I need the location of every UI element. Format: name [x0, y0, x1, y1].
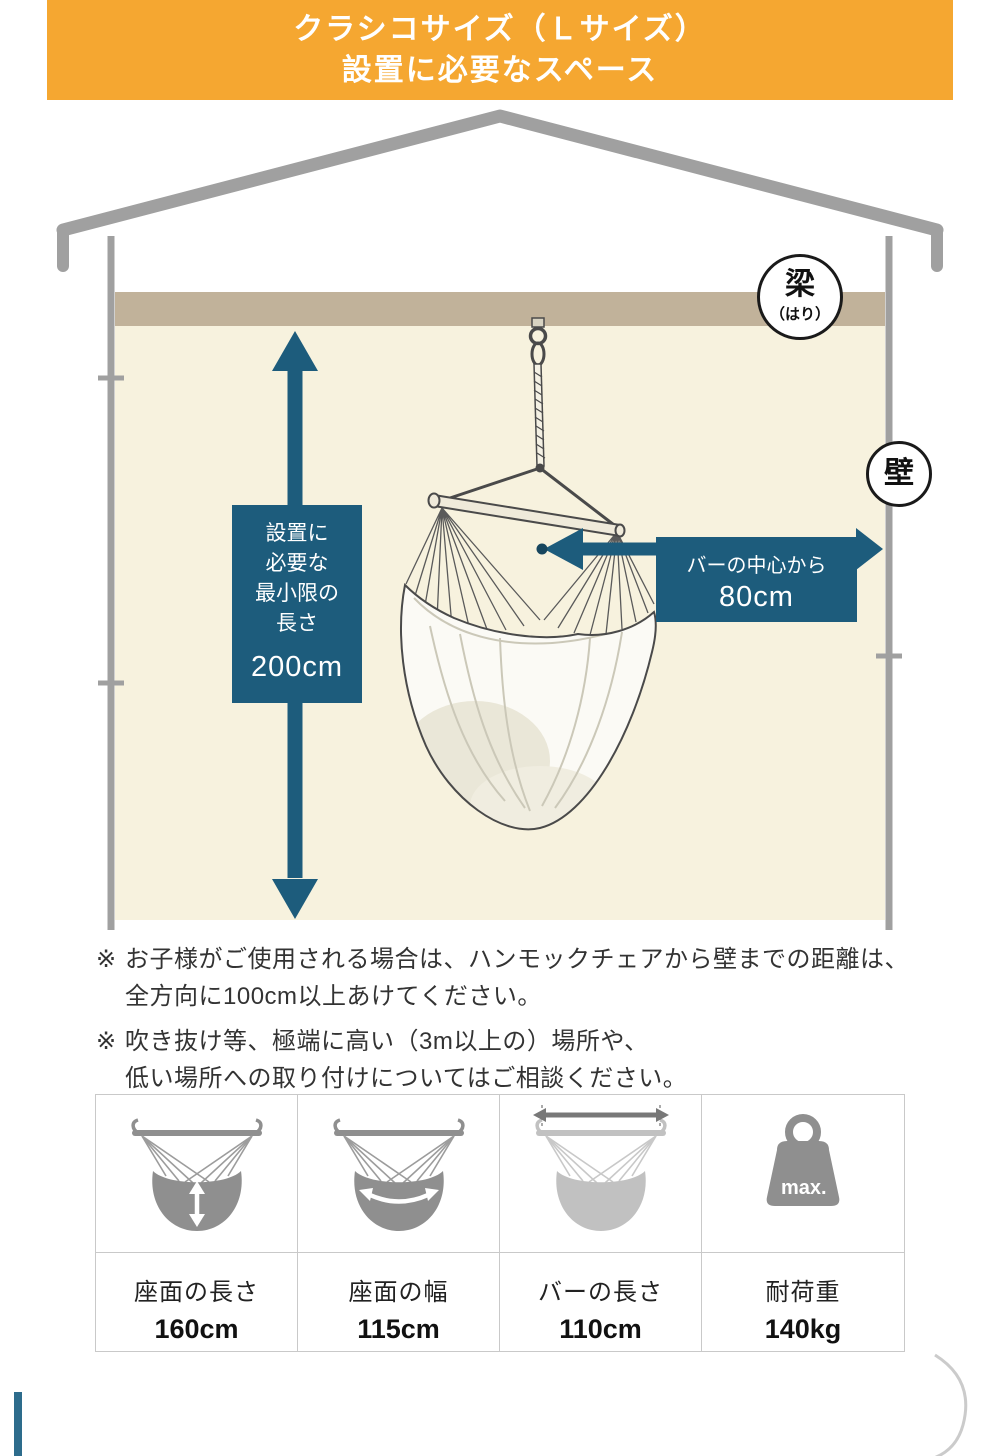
beam-label-badge: 梁 （はり） [757, 254, 843, 340]
title-line-1: クラシコサイズ（Ｌサイズ） [293, 13, 707, 46]
note-marker: ※ [96, 946, 117, 973]
vertical-arrow-down-head [272, 879, 318, 919]
roof-line [56, 109, 944, 237]
min-height-callout: 設置に 必要な 最小限の 長さ 200cm [232, 505, 362, 703]
bar-center-dot [536, 543, 548, 555]
spec-value: 160cm [154, 1314, 239, 1344]
hammock-seat-length-icon [130, 1117, 263, 1231]
spec-table: max. 座面の長さ 160cm 座面の幅 115cm バーの長さ 110cm … [95, 1094, 905, 1352]
spec-label: 座面の幅 [348, 1279, 449, 1306]
min-height-value: 200cm [250, 651, 344, 683]
weight-capacity-icon: max. [766, 1113, 840, 1206]
spec-max-load: 耐荷重 140kg [702, 1253, 904, 1352]
page-title-banner: クラシコサイズ（Ｌサイズ） 設置に必要なスペース [47, 0, 953, 100]
hammock-chair-illustration [400, 317, 657, 831]
vertical-arrow-up-head [272, 331, 318, 371]
hammock-bar-length-icon [532, 1104, 669, 1231]
bar-clearance-callout: バーの中心から 80cm [656, 537, 857, 622]
title-line-2: 設置に必要なスペース [341, 54, 659, 87]
spec-seat-width: 座面の幅 115cm [298, 1253, 500, 1352]
note-text: 吹き抜け等、極端に高い（3m以上の）場所や、 低い場所への取り付けについてはご相… [125, 1023, 687, 1097]
spec-icon-cell-max-load: max. [702, 1095, 904, 1253]
page-edge-artifact [14, 1392, 22, 1456]
min-height-label-line: 必要な [265, 552, 329, 575]
beam-label-reading: （はり） [769, 306, 830, 323]
hanging-rope [437, 363, 619, 530]
note-marker: ※ [96, 1028, 117, 1055]
ceiling-beam [115, 292, 885, 326]
spec-icon-cell-seat-length [96, 1095, 298, 1253]
spec-value: 140kg [764, 1314, 842, 1344]
horizontal-arrow-right-head [856, 528, 883, 570]
spec-seat-length: 座面の長さ 160cm [96, 1253, 298, 1352]
spec-icon-cell-seat-width [298, 1095, 500, 1253]
beam-label: 梁 [785, 268, 815, 301]
spec-label: 座面の長さ [134, 1279, 259, 1306]
spec-label: 耐荷重 [765, 1279, 841, 1306]
corner-doodle [934, 1353, 968, 1456]
note-height-consultation: ※ 吹き抜け等、極端に高い（3m以上の）場所や、 低い場所への取り付けについては… [96, 1023, 936, 1097]
max-load-icon-text: max. [781, 1177, 827, 1199]
bar-clearance-label: バーの中心から [686, 555, 827, 577]
house-outline [56, 109, 944, 930]
note-line: 吹き抜け等、極端に高い（3m以上の）場所や、 [125, 1028, 649, 1055]
note-children-clearance: ※ お子様がご使用される場合は、ハンモックチェアから壁までの距離は、 全方向に1… [96, 941, 936, 1015]
horizontal-arrow-right-head-layer [856, 528, 883, 570]
horizontal-arrow-left-head [544, 528, 583, 570]
spec-value: 110cm [559, 1314, 642, 1344]
spec-bar-length: バーの長さ 110cm [500, 1253, 702, 1352]
suspension-strings [405, 507, 655, 636]
wall-label: 壁 [884, 457, 914, 490]
spec-value: 115cm [357, 1314, 440, 1344]
min-height-label-line: 長さ [276, 612, 318, 635]
min-height-label-line: 最小限の [255, 582, 339, 605]
notes-section: ※ お子様がご使用される場合は、ハンモックチェアから壁までの距離は、 全方向に1… [96, 941, 936, 1105]
note-text: お子様がご使用される場合は、ハンモックチェアから壁までの距離は、 全方向に100… [125, 941, 909, 1015]
note-line: 全方向に100cm以上あけてください。 [125, 983, 542, 1010]
spec-label: バーの長さ [538, 1279, 663, 1306]
wall-label-badge: 壁 [866, 441, 932, 507]
bar-clearance-value: 80cm [719, 581, 794, 613]
spec-icon-cell-bar-length [500, 1095, 702, 1253]
min-height-label-line: 設置に [265, 522, 329, 545]
spreader-bar [427, 492, 626, 538]
note-line: お子様がご使用される場合は、ハンモックチェアから壁までの距離は、 [125, 946, 909, 973]
hammock-seat-width-icon [332, 1117, 465, 1231]
note-line: 低い場所への取り付けについてはご相談ください。 [125, 1065, 688, 1092]
